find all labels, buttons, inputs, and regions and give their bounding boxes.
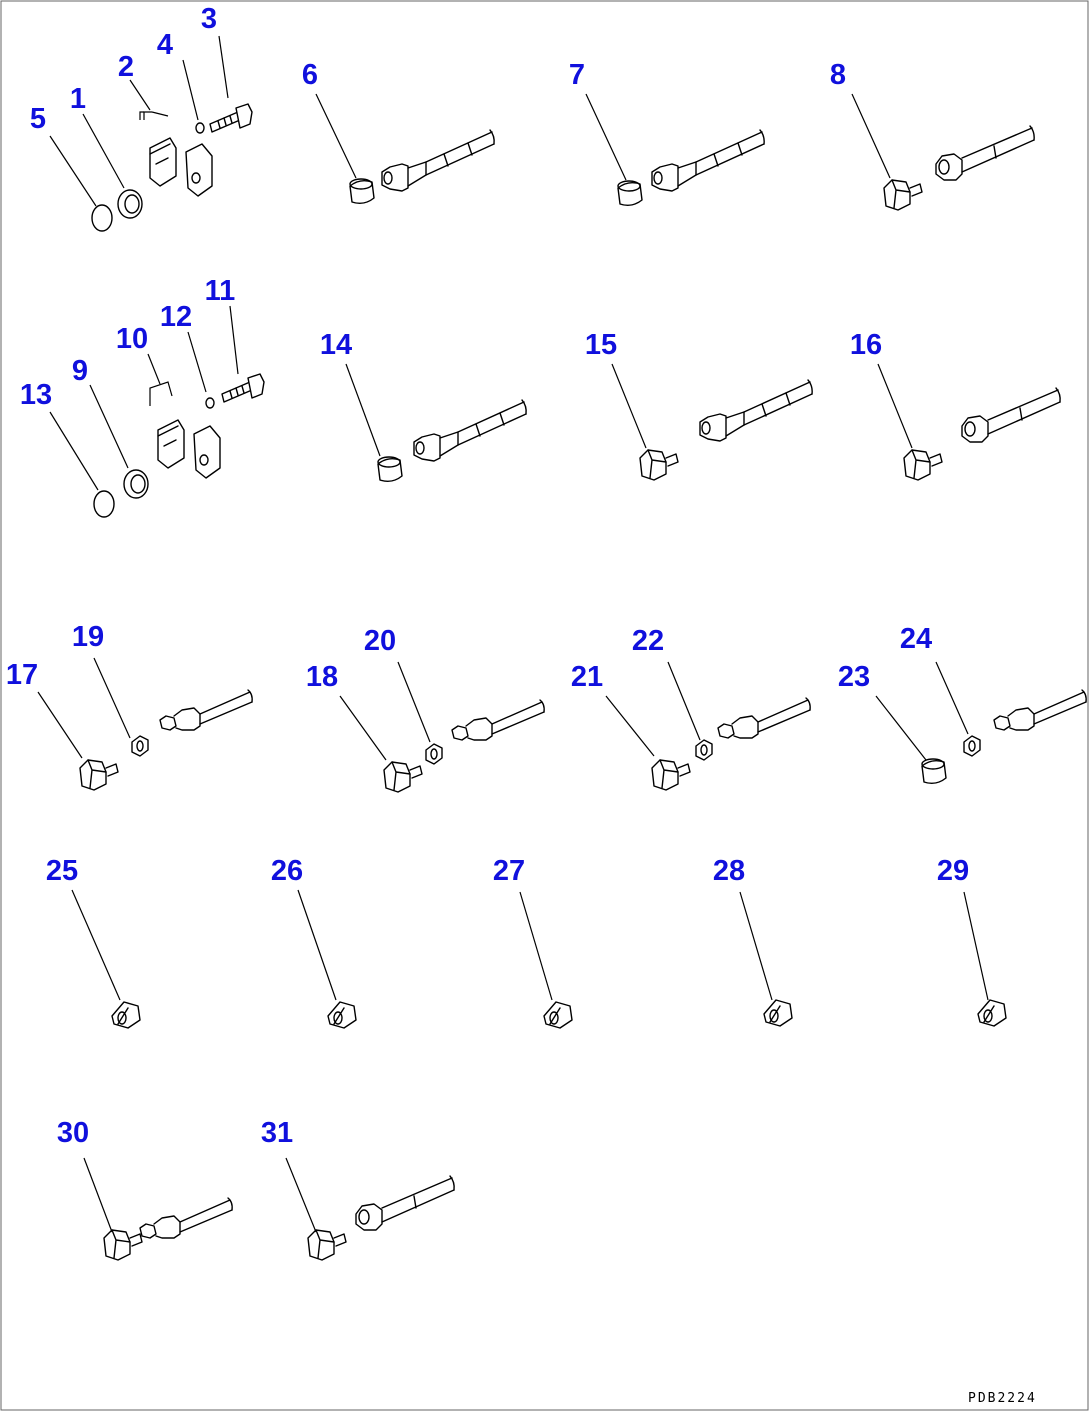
- callout-2: 2: [118, 51, 134, 83]
- callout-25: 25: [46, 855, 78, 887]
- callout-29: 29: [937, 855, 969, 887]
- part-group-15: [611, 363, 813, 481]
- callout-26: 26: [271, 855, 303, 887]
- part-group-26: [297, 889, 357, 1029]
- callout-17: 17: [6, 659, 38, 691]
- callout-27: 27: [493, 855, 525, 887]
- part-group-29: [963, 891, 1007, 1027]
- part-group-25: [71, 889, 141, 1029]
- part-group-18-20: [339, 661, 545, 793]
- drawing-code: PDB2224: [968, 1391, 1037, 1406]
- callout-7: 7: [569, 59, 585, 91]
- callout-4: 4: [157, 29, 173, 61]
- callout-3: 3: [201, 3, 217, 35]
- part-group-23-24: [875, 661, 1087, 785]
- callout-30: 30: [57, 1117, 89, 1149]
- part-group-8: [851, 93, 1035, 211]
- part-group-28: [739, 891, 793, 1027]
- part-group-7: [585, 93, 765, 207]
- callout-28: 28: [713, 855, 745, 887]
- callout-6: 6: [302, 59, 318, 91]
- part-group-27: [519, 891, 573, 1029]
- part-group-17-19: [37, 657, 253, 791]
- callout-11: 11: [205, 275, 236, 307]
- callout-1: 1: [70, 83, 86, 115]
- callout-24: 24: [900, 623, 932, 655]
- callout-12: 12: [160, 301, 192, 333]
- part-group-6: [315, 93, 495, 205]
- part-group-9-13: [49, 305, 265, 518]
- part-group-30: [83, 1157, 233, 1261]
- callout-22: 22: [632, 625, 664, 657]
- part-group-1-5: [49, 35, 253, 232]
- callout-23: 23: [838, 661, 870, 693]
- callout-18: 18: [306, 661, 338, 693]
- part-group-16: [877, 363, 1061, 481]
- callout-19: 19: [72, 621, 104, 653]
- callout-15: 15: [585, 329, 617, 361]
- callout-8: 8: [830, 59, 846, 91]
- callout-10: 10: [116, 323, 148, 355]
- callout-20: 20: [364, 625, 396, 657]
- callout-16: 16: [850, 329, 882, 361]
- part-group-31: [285, 1157, 455, 1261]
- callout-13: 13: [20, 379, 52, 411]
- callout-14: 14: [320, 329, 352, 361]
- callout-31: 31: [261, 1117, 293, 1149]
- part-group-21-22: [605, 661, 811, 791]
- callout-21: 21: [571, 661, 603, 693]
- callout-9: 9: [72, 355, 88, 387]
- callout-5: 5: [30, 103, 46, 135]
- part-group-14: [345, 363, 527, 483]
